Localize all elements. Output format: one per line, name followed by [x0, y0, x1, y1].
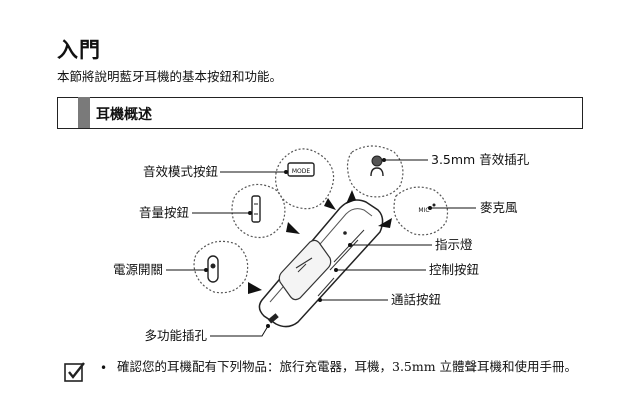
mic-text: MIC [418, 207, 429, 214]
label-sound-mode-button: 音效模式按鈕 [143, 164, 219, 179]
headset-device [258, 199, 384, 328]
section-header: 耳機概述 [57, 97, 583, 129]
label-control-button: 控制按鈕 [429, 262, 480, 277]
bullet: • [100, 361, 108, 375]
intro-text: 本節將說明藍牙耳機的基本按鈕和功能。 [57, 69, 283, 84]
note-text: 確認您的耳機配有下列物品：旅行充電器，耳機，3.5mm 立體聲耳機和使用手冊。 [117, 359, 578, 374]
page-title: 入門 [57, 38, 101, 62]
callout-arrows [248, 190, 392, 294]
label-multifunction-jack: 多功能插孔 [144, 328, 207, 343]
label-audio-jack: 3.5mm 音效插孔 [431, 152, 530, 167]
label-volume-button: 音量按鈕 [139, 205, 190, 220]
callout-power-bubble [193, 240, 249, 294]
callout-mode-bubble: MODE [275, 148, 335, 210]
label-call-button: 通話按鈕 [391, 292, 442, 307]
label-power-switch: 電源開關 [113, 262, 163, 277]
leader-dots [204, 158, 432, 328]
callout-volume-bubble [231, 183, 286, 239]
label-microphone: 麥克風 [480, 200, 518, 215]
mode-button-text: MODE [292, 168, 311, 175]
callout-mic-bubble: MIC [393, 186, 449, 236]
leader-lines [166, 159, 476, 337]
checkbox-icon [64, 362, 85, 382]
section-header-bar [78, 97, 90, 128]
callout-jack-bubble [346, 145, 404, 198]
label-indicator: 指示燈 [435, 237, 473, 252]
section-heading: 耳機概述 [96, 107, 152, 123]
